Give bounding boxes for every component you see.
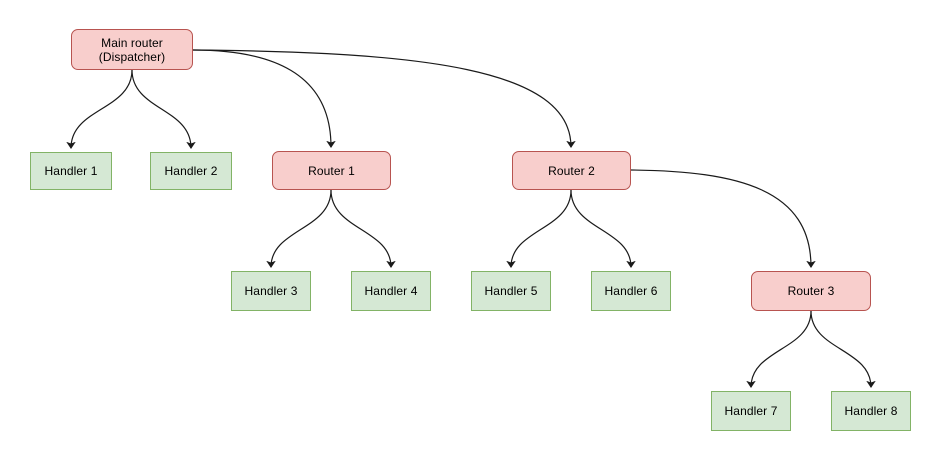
edge-router-1-to-handler-3 <box>266 189 332 268</box>
node-router-1[interactable]: Router 1 <box>272 151 391 190</box>
node-handler-8[interactable]: Handler 8 <box>831 391 911 431</box>
node-label-router-2: Router 2 <box>548 163 595 178</box>
edge-router-2-to-handler-5 <box>506 189 572 268</box>
node-main-router[interactable]: Main router (Dispatcher) <box>71 29 193 70</box>
node-handler-6[interactable]: Handler 6 <box>591 271 671 311</box>
node-handler-4[interactable]: Handler 4 <box>351 271 431 311</box>
node-label-router-1: Router 1 <box>308 163 355 178</box>
edge-router-3-to-handler-8 <box>810 310 876 388</box>
node-label-handler-5: Handler 5 <box>484 284 538 298</box>
node-label-handler-1: Handler 1 <box>44 164 98 178</box>
edge-router-1-to-handler-4 <box>330 189 396 268</box>
node-router-2[interactable]: Router 2 <box>512 151 631 190</box>
edge-router-2-to-handler-6 <box>570 189 636 268</box>
edge-router-2-to-router-3 <box>630 169 816 268</box>
edge-router-3-to-handler-7 <box>746 310 812 388</box>
node-label-handler-4: Handler 4 <box>364 284 418 298</box>
node-label-handler-6: Handler 6 <box>604 284 658 298</box>
edge-main-to-router-1 <box>192 49 336 148</box>
node-label-handler-7: Handler 7 <box>724 404 778 418</box>
node-label-router-3: Router 3 <box>787 284 835 298</box>
edges-group <box>66 49 876 388</box>
edge-main-to-handler-1 <box>66 69 133 149</box>
node-router-3[interactable]: Router 3 <box>751 271 871 311</box>
node-label-main-router: Main router (Dispatcher) <box>98 35 166 64</box>
node-handler-3[interactable]: Handler 3 <box>231 271 311 311</box>
node-handler-7[interactable]: Handler 7 <box>711 391 791 431</box>
edge-main-to-handler-2 <box>131 69 196 149</box>
node-handler-2[interactable]: Handler 2 <box>150 152 232 190</box>
node-handler-5[interactable]: Handler 5 <box>471 271 551 311</box>
node-label-handler-3: Handler 3 <box>244 284 298 298</box>
node-label-handler-2: Handler 2 <box>164 164 218 178</box>
node-handler-1[interactable]: Handler 1 <box>30 152 112 190</box>
node-label-handler-8: Handler 8 <box>844 404 898 418</box>
edge-main-to-router-2 <box>192 49 576 148</box>
